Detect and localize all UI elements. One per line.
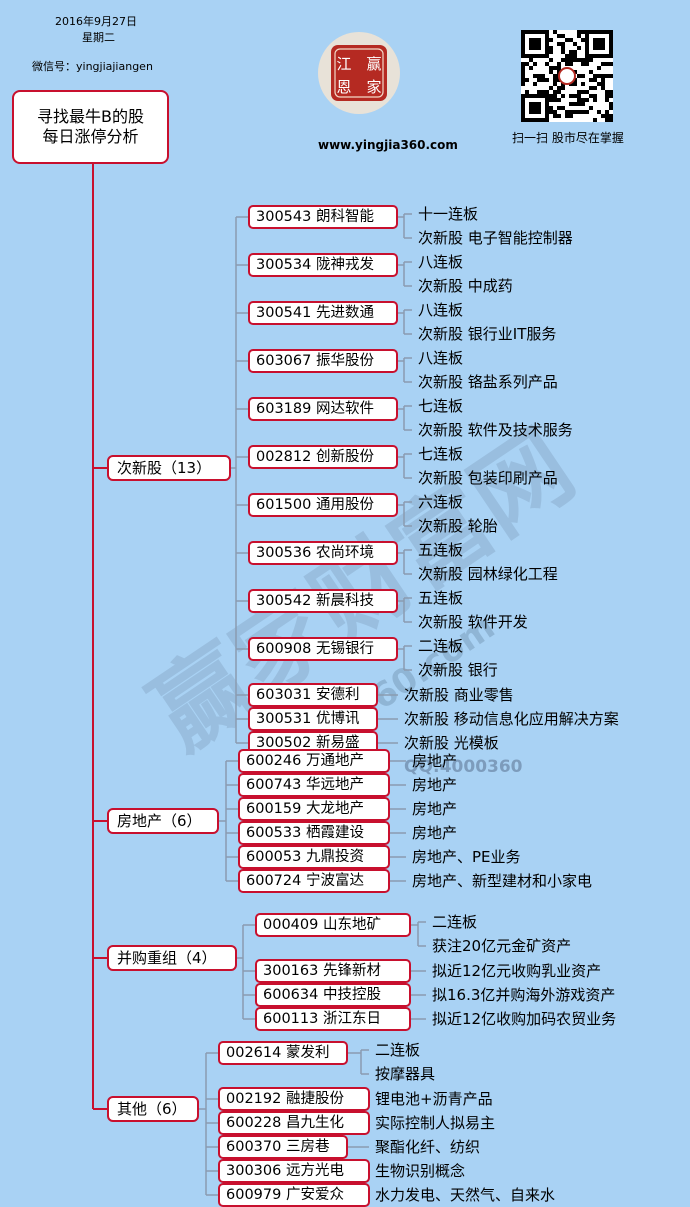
stock-node[interactable]: 300541 先进数通 xyxy=(248,301,398,325)
brand-url[interactable]: www.yingjia360.com xyxy=(318,138,458,152)
stock-node[interactable]: 600370 三房巷 xyxy=(218,1135,348,1159)
stock-node[interactable]: 002614 蒙发利 xyxy=(218,1041,348,1065)
stock-info-line: 二连板 xyxy=(418,637,464,655)
stock-info-line: 房地产 xyxy=(412,776,458,794)
stock-node[interactable]: 603031 安德利 xyxy=(248,683,378,707)
stock-info-line: 次新股 园林绿化工程 xyxy=(418,565,558,583)
stock-node[interactable]: 600743 华远地产 xyxy=(238,773,390,797)
category-node[interactable]: 次新股（13） xyxy=(107,455,231,481)
stock-info-line: 七连板 xyxy=(418,445,464,463)
stock-info-line: 五连板 xyxy=(418,589,464,607)
stock-info-line: 八连板 xyxy=(418,253,464,271)
stock-node[interactable]: 002192 融捷股份 xyxy=(218,1087,370,1111)
stock-info-line: 八连板 xyxy=(418,301,464,319)
stock-info-line: 实际控制人拟易主 xyxy=(375,1114,496,1132)
category-node[interactable]: 房地产（6） xyxy=(107,808,219,834)
stock-node[interactable]: 000409 山东地矿 xyxy=(255,913,411,937)
stock-info-line: 锂电池+沥青产品 xyxy=(375,1090,493,1108)
stock-info-line: 次新股 包装印刷产品 xyxy=(418,469,558,487)
svg-text:家: 家 xyxy=(366,78,381,96)
brand-logo: 江 赢 恩 家 xyxy=(316,30,402,126)
stock-info-line: 拟近12亿元收购乳业资产 xyxy=(432,962,602,980)
category-node[interactable]: 并购重组（4） xyxy=(107,945,237,971)
weekday-text: 星期二 xyxy=(82,31,115,44)
stock-node[interactable]: 600979 广安爱众 xyxy=(218,1183,370,1207)
root-topic-box: 寻找最牛B的股 每日涨停分析 xyxy=(12,90,169,164)
stock-info-line: 房地产 xyxy=(412,752,458,770)
stock-info-line: 次新股 商业零售 xyxy=(404,686,514,704)
stock-node[interactable]: 600724 宁波富达 xyxy=(238,869,390,893)
stock-info-line: 次新股 软件开发 xyxy=(418,613,528,631)
stock-info-line: 次新股 电子智能控制器 xyxy=(418,229,573,247)
stock-info-line: 十一连板 xyxy=(418,205,479,223)
stock-node[interactable]: 300534 陇神戎发 xyxy=(248,253,398,277)
stock-info-line: 二连板 xyxy=(432,913,478,931)
root-title-line1: 寻找最牛B的股 xyxy=(37,107,144,126)
stock-info-line: 五连板 xyxy=(418,541,464,559)
svg-text:恩: 恩 xyxy=(336,78,351,96)
stock-info-line: 房地产、新型建材和小家电 xyxy=(412,872,593,890)
stock-info-line: 房地产 xyxy=(412,800,458,818)
stock-info-line: 次新股 光模板 xyxy=(404,734,499,752)
stock-info-line: 次新股 软件及技术服务 xyxy=(418,421,573,439)
stock-node[interactable]: 300163 先锋新材 xyxy=(255,959,411,983)
svg-text:赢: 赢 xyxy=(366,55,381,73)
stock-info-line: 聚酯化纤、纺织 xyxy=(375,1138,481,1156)
stock-info-line: 二连板 xyxy=(375,1041,421,1059)
stock-node[interactable]: 603189 网达软件 xyxy=(248,397,398,421)
stock-info-line: 次新股 银行业IT服务 xyxy=(418,325,557,343)
stock-info-line: 次新股 铬盐系列产品 xyxy=(418,373,558,391)
stock-node[interactable]: 300306 远方光电 xyxy=(218,1159,370,1183)
stock-node[interactable]: 600228 昌九生化 xyxy=(218,1111,370,1135)
stock-info-line: 水力发电、天然气、自来水 xyxy=(375,1186,556,1204)
stock-info-line: 拟近12亿收购加码农贸业务 xyxy=(432,1010,617,1028)
stock-info-line: 生物识别概念 xyxy=(375,1162,466,1180)
stock-info-line: 房地产、PE业务 xyxy=(412,848,521,866)
stock-node[interactable]: 600113 浙江东日 xyxy=(255,1007,411,1031)
stock-node[interactable]: 600053 九鼎投资 xyxy=(238,845,390,869)
stock-info-line: 六连板 xyxy=(418,493,464,511)
stock-node[interactable]: 600246 万通地产 xyxy=(238,749,390,773)
stock-info-line: 八连板 xyxy=(418,349,464,367)
stock-node[interactable]: 600908 无锡银行 xyxy=(248,637,398,661)
stock-node[interactable]: 601500 通用股份 xyxy=(248,493,398,517)
category-node[interactable]: 其他（6） xyxy=(107,1096,199,1122)
stock-info-line: 次新股 中成药 xyxy=(418,277,513,295)
stock-node[interactable]: 600634 中技控股 xyxy=(255,983,411,1007)
stock-node[interactable]: 300531 优博讯 xyxy=(248,707,378,731)
stock-info-line: 次新股 银行 xyxy=(418,661,498,679)
stock-node[interactable]: 300542 新晨科技 xyxy=(248,589,398,613)
watermark-qq: QQ:4000360 xyxy=(404,757,523,777)
stock-info-line: 按摩器具 xyxy=(375,1065,436,1083)
stock-node[interactable]: 300536 农尚环境 xyxy=(248,541,398,565)
stock-info-line: 获注20亿元金矿资产 xyxy=(432,937,572,955)
root-title-line2: 每日涨停分析 xyxy=(42,127,139,146)
svg-text:江: 江 xyxy=(336,55,351,73)
stock-info-line: 次新股 移动信息化应用解决方案 xyxy=(404,710,619,728)
stock-node[interactable]: 600533 栖霞建设 xyxy=(238,821,390,845)
date-text: 2016年9月27日 xyxy=(55,15,137,28)
stock-info-line: 次新股 轮胎 xyxy=(418,517,498,535)
stock-node[interactable]: 300543 朗科智能 xyxy=(248,205,398,229)
qr-caption: 扫一扫 股市尽在掌握 xyxy=(512,131,624,145)
wechat-id: 微信号：yingjiajiangen xyxy=(32,60,153,73)
stock-node[interactable]: 002812 创新股份 xyxy=(248,445,398,469)
stock-info-line: 七连板 xyxy=(418,397,464,415)
stock-node[interactable]: 600159 大龙地产 xyxy=(238,797,390,821)
stock-info-line: 拟16.3亿并购海外游戏资产 xyxy=(432,986,616,1004)
qr-code-icon xyxy=(521,30,613,122)
stock-info-line: 房地产 xyxy=(412,824,458,842)
stock-node[interactable]: 603067 振华股份 xyxy=(248,349,398,373)
